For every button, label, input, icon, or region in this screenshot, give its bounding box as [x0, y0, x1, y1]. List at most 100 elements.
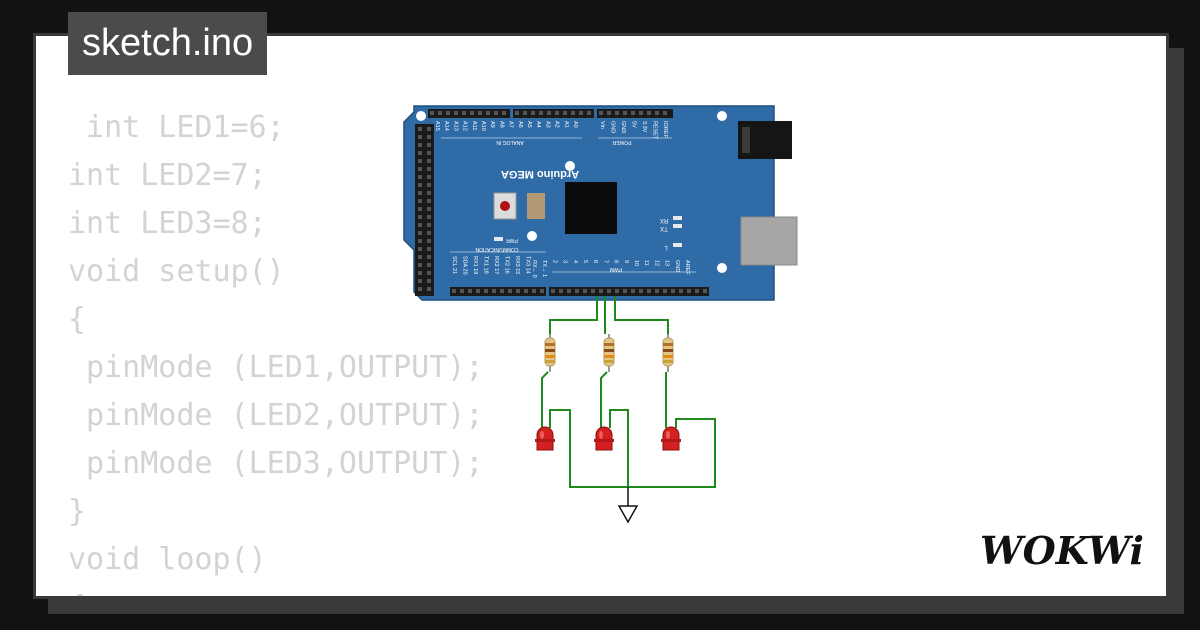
code-line: pinMode (LED3,OUTPUT); [68, 446, 484, 481]
pin-label: 5 [582, 260, 588, 263]
code-line: { [68, 302, 87, 337]
pin-label: 7 [602, 260, 608, 263]
power-label: POWER [612, 139, 631, 145]
led-l-indicator [673, 243, 682, 247]
analog-header [513, 109, 594, 118]
pin-label: A7 [508, 121, 514, 128]
pin-label: 11 [643, 260, 649, 266]
code-listing: int LED1=6; int LED2=7; int LED3=8; void se… [68, 104, 484, 596]
code-line: void setup() [68, 254, 285, 289]
pin-label: RESET [652, 121, 658, 140]
pin-label: 10 [633, 260, 639, 266]
mounting-hole [527, 231, 537, 241]
digital-header-double [415, 124, 434, 296]
led-2[interactable] [594, 426, 614, 451]
pin-label: 3.3V [641, 121, 647, 133]
pin-label: RX3 15 [514, 256, 520, 274]
pin-label: A14 [443, 121, 449, 131]
pin-label: SCL 21 [451, 256, 457, 274]
analog-in-label: ANALOG IN [496, 139, 524, 145]
wires [541, 296, 716, 488]
mounting-hole [717, 263, 727, 273]
icsp-header [527, 193, 545, 219]
pin-label: 3 [562, 260, 568, 263]
pwm-label: PWM [610, 266, 622, 272]
led-tx-indicator [673, 224, 682, 228]
pin-label: RX2 17 [493, 256, 499, 274]
pin-label: 8 [613, 260, 619, 263]
code-line: { [68, 584, 483, 596]
reset-button-cap[interactable] [500, 201, 510, 211]
analog-header [428, 109, 510, 118]
l-led-label: L [664, 244, 668, 250]
pin-label: RX1 19 [472, 256, 478, 274]
pin-label: 12 [653, 260, 659, 266]
pin-label: A13 [452, 121, 458, 131]
mounting-hole [717, 111, 727, 121]
led-3[interactable] [661, 426, 681, 451]
pin-label: 6 [592, 260, 598, 263]
wire-r1-led1[interactable] [541, 371, 549, 428]
pin-label: A15 [434, 121, 440, 131]
led-1[interactable] [535, 426, 555, 451]
pin-label: A4 [535, 121, 541, 128]
pin-label: A2 [554, 121, 560, 128]
code-line: void loop() [68, 542, 267, 577]
pin-label: A10 [480, 121, 486, 131]
arduino-mega-board[interactable]: Arduino MEGA ANALOG IN POWER COMMUNICATI… [403, 105, 798, 301]
rx-led-label: RX [660, 217, 668, 223]
code-line: pinMode (LED2,OUTPUT); [68, 398, 484, 433]
wire-led1-gnd[interactable] [549, 409, 716, 488]
resistor[interactable] [662, 334, 674, 372]
tx-led-label: TX [660, 225, 668, 231]
resistor[interactable] [544, 334, 556, 372]
board-name: Arduino MEGA [501, 168, 579, 180]
code-line: int LED1=6; [68, 110, 285, 145]
pin-label: A6 [517, 121, 523, 128]
pin-label: GND [620, 121, 626, 133]
wire-pin6[interactable] [549, 296, 598, 334]
code-line: int LED2=7; [68, 158, 267, 193]
usb-port [740, 216, 798, 266]
wokwi-logo: WOKWi [980, 528, 1144, 573]
pin-label: 2 [551, 260, 557, 263]
pin-label: AREF [684, 260, 690, 275]
sketch-filename-tab: sketch.ino [68, 12, 268, 75]
pin-label: A12 [462, 121, 468, 131]
header-pin-holes [418, 111, 707, 293]
pin-label: A1 [563, 121, 569, 128]
digital-header [549, 287, 709, 296]
comm-header [450, 287, 546, 296]
mounting-hole [416, 111, 426, 121]
power-jack-inner [742, 127, 750, 153]
resistors [544, 334, 674, 372]
pin-label: TX3 14 [525, 256, 531, 274]
pin-label: A3 [544, 121, 550, 128]
wire-r2-led2[interactable] [600, 371, 608, 428]
pin-label: TX→ 1 [541, 260, 547, 277]
led-rx-indicator [673, 216, 682, 220]
pin-label: A0 [572, 121, 578, 128]
pin-label: 5V [631, 121, 637, 128]
pin-label: Vin [599, 121, 605, 129]
pin-label: A5 [526, 121, 532, 128]
pin-label: GND [610, 121, 616, 133]
wire-pin8[interactable] [614, 296, 669, 334]
code-line: int LED3=8; [68, 206, 267, 241]
code-line: pinMode (LED1,OUTPUT); [68, 350, 484, 385]
pin-label: 13 [664, 260, 670, 266]
ground-symbol [617, 487, 639, 524]
mounting-hole [565, 161, 575, 171]
resistor[interactable] [603, 334, 615, 372]
led-pwr-indicator [494, 237, 503, 241]
pin-label: A8 [498, 121, 504, 128]
wire-led2-gnd[interactable] [609, 409, 629, 487]
pin-label: TX1 18 [483, 256, 489, 274]
pin-label: GND [674, 260, 680, 272]
pwr-led-label: PWR [506, 237, 518, 243]
pin-label: SDA 20 [462, 256, 468, 275]
pin-label: 9 [623, 260, 629, 263]
pin-label: TX2 16 [504, 256, 510, 274]
pin-label: A9 [489, 121, 495, 128]
